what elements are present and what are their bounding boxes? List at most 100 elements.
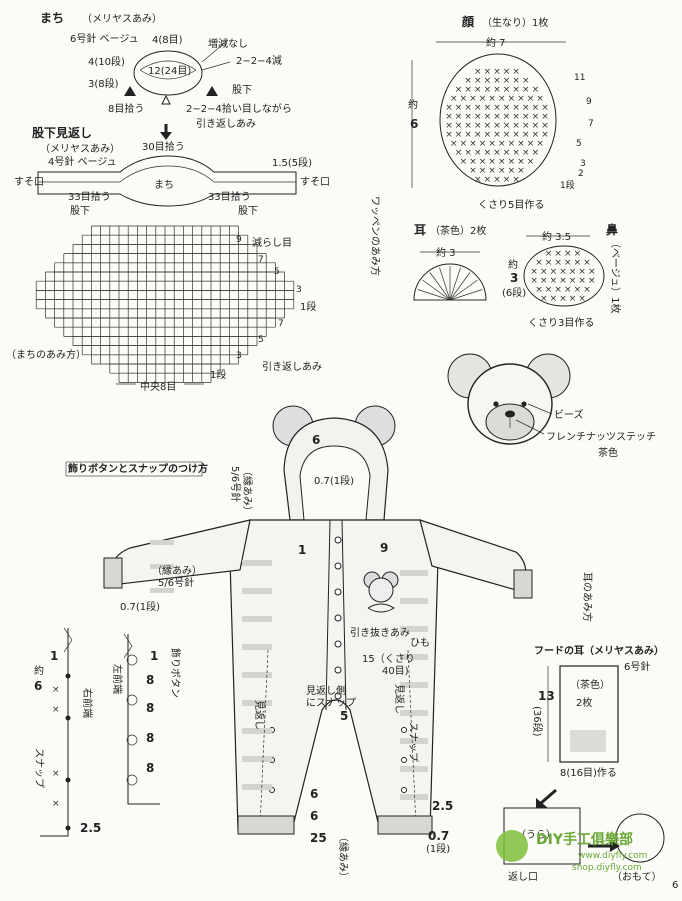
stripe (242, 588, 272, 594)
ear-fan-spokes (416, 266, 484, 301)
stitch-x: × (503, 148, 511, 158)
stitch-x: × (474, 148, 482, 158)
face-rownum-5: 5 (576, 139, 582, 149)
hood-ear-height: 13 (538, 689, 555, 703)
left-front-deco: 飾りボタン (169, 648, 182, 698)
stitch-x: × (564, 285, 572, 295)
stitch-x: × (545, 249, 553, 259)
stitch-x: × (484, 175, 492, 185)
stitch-x: × (536, 94, 544, 104)
gusset-inner (139, 60, 197, 80)
fan-spoke (439, 267, 451, 301)
gusset-decrease-rule: 2−2−4減 (236, 54, 282, 67)
stitch-x: × (512, 130, 520, 140)
stitch-x: × (532, 112, 540, 122)
stitch-x: × (508, 139, 516, 149)
stitch-x: × (488, 166, 496, 176)
stitch-x: × (554, 285, 562, 295)
stitch-x: × (578, 267, 586, 277)
stitch-x: × (498, 157, 506, 167)
facing-needle-color: 4号針 ベージュ (48, 155, 117, 168)
stitch-x: × (535, 285, 543, 295)
gchart-rownum-3: 3 (296, 285, 302, 295)
stitch-x: × (445, 103, 453, 113)
stitch-x: × (450, 139, 458, 149)
stitch-x: × (527, 94, 535, 104)
stitch-x: × (522, 103, 530, 113)
snap-dot (65, 777, 71, 783)
stripe (242, 560, 272, 566)
stitch-x: × (540, 276, 548, 286)
gusset-center: 12(24目) (148, 66, 191, 77)
stitch-x: × (508, 94, 516, 104)
gusset-diagram: まち （メリヤスあみ） 6号針 ベージュ 4(8目) 増減なし 2−2−4減 4… (40, 11, 292, 140)
stitch-x: × (541, 112, 549, 122)
stitch-x: × (474, 121, 482, 131)
stitch-x: × (550, 267, 558, 277)
face-outline (439, 53, 557, 187)
face-rownum-1: 1段 (560, 179, 575, 191)
face-width: 約 7 (486, 36, 506, 49)
gusset-chart-decrease-label: 減らし目 (252, 236, 292, 249)
stitch-x: × (583, 258, 591, 268)
label-back: 返し口 (508, 871, 538, 883)
stitch-x: × (522, 112, 530, 122)
arrow-head-icon (536, 798, 548, 810)
garment-twofive-b: 25 (310, 831, 327, 845)
right-arrow-head-icon (610, 840, 620, 852)
stitch-x: × (532, 148, 540, 158)
snap-dot (65, 715, 71, 721)
hood-edge: （縁あみ） (241, 466, 254, 516)
stripe (400, 570, 428, 576)
stripe (242, 616, 272, 622)
stitch-x: × (536, 139, 544, 149)
bear-french-knot: フレンチナッツステッチ (546, 431, 656, 443)
bottom-row: (1段) (426, 842, 450, 855)
gchart-rownum-5: 5 (274, 267, 280, 277)
ear-motif: 耳 （茶色）2枚 約 3 (413, 223, 487, 301)
right-front-zig (63, 627, 73, 653)
stitch-x: × (578, 294, 586, 304)
stitch-x: × (493, 121, 501, 131)
stitch-x: × (569, 294, 577, 304)
stitch-x: × (541, 121, 549, 131)
gchart-rownum-9: 9 (236, 235, 242, 245)
face-motif: 顔 （生なり）1枚 約 7 約 6 ××××××××××××××××××××××… (369, 14, 594, 276)
bear-french-color: 茶色 (598, 446, 618, 459)
stitch-x: × (540, 294, 548, 304)
bear-eye-left (493, 401, 499, 407)
hood-needle: 5/6号針 (229, 466, 242, 502)
gchart-rownum-b5: 5 (258, 335, 264, 345)
facing-crotch-right: 股下 (238, 205, 258, 217)
gchart-rownum-b3: 3 (236, 351, 242, 361)
garment-five: 5 (340, 709, 348, 723)
stitch-x: × (450, 94, 458, 104)
face-title: 顔 (461, 14, 475, 29)
snap-mark: × (52, 705, 60, 715)
right-front-twofive: 2.5 (80, 821, 101, 835)
facing-gusset-label: まち (154, 179, 174, 191)
stitch-x: × (532, 130, 540, 140)
stitch-x: × (574, 249, 582, 259)
stitch-x: × (508, 157, 516, 167)
stitch-x: × (445, 130, 453, 140)
stripe (242, 644, 272, 650)
stitch-x: × (498, 94, 506, 104)
stitch-x: × (517, 157, 525, 167)
stripe (400, 682, 428, 688)
bear-nose (505, 410, 515, 418)
stitch-x: × (569, 267, 577, 277)
stitch-x: × (460, 94, 468, 104)
facing-left-pick: 33目拾う (68, 190, 111, 203)
stitch-x: × (474, 103, 482, 113)
button (334, 666, 342, 674)
gusset-marker-left (124, 86, 136, 96)
gusset-left-rows: 4(10段) (88, 55, 125, 68)
garment-stripes (150, 540, 428, 800)
bear-beads: ビーズ (554, 408, 584, 421)
stitch-x: × (469, 166, 477, 176)
gchart-rownum-7: 7 (258, 255, 264, 265)
button (334, 614, 342, 622)
stripe (400, 738, 428, 744)
garment-illustration: 飾りボタンとスナップのつけ方 （縁あみ） 5/6号針 6 0.7(1段) （縁あ… (65, 405, 594, 882)
